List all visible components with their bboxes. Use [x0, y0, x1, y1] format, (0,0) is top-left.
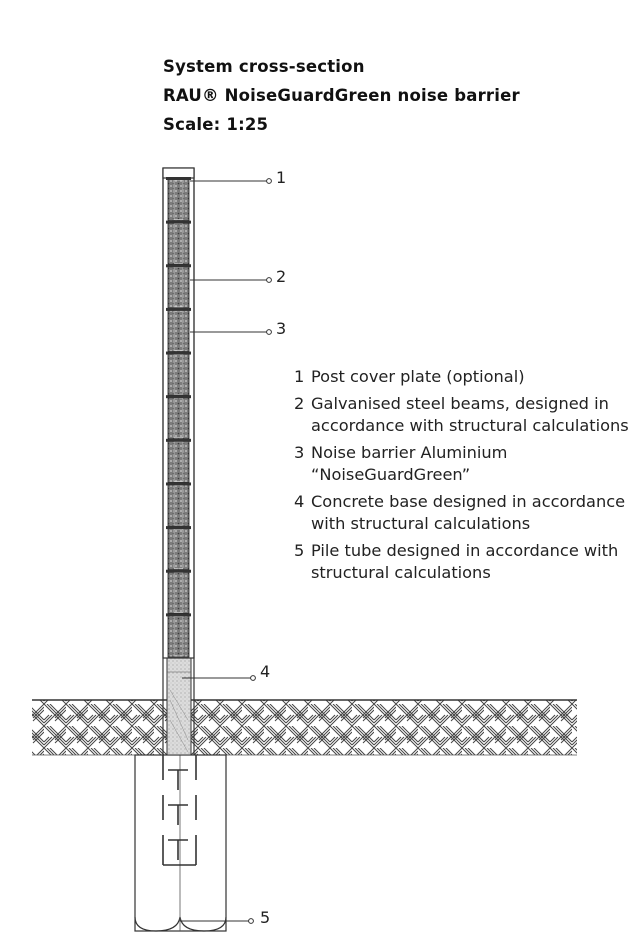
pile-tube — [134, 754, 227, 932]
title-line-2: RAU® NoiseGuardGreen noise barrier — [163, 86, 520, 105]
barrier-panel — [167, 440, 190, 483]
callout-1: 1 — [276, 168, 287, 187]
post-cover-plate — [162, 167, 195, 179]
legend: 1 Post cover plate (optional) 2 Galvanis… — [294, 366, 639, 589]
barrier-panel — [167, 571, 190, 614]
legend-item-5: 5 Pile tube designed in accordance with … — [294, 540, 639, 584]
legend-item-3: 3 Noise barrier Aluminium “NoiseGuardGre… — [294, 442, 639, 486]
noise-barrier-panels — [166, 177, 191, 658]
panel-joint — [166, 613, 191, 617]
concrete-base — [166, 657, 192, 756]
panel-joint — [166, 264, 191, 268]
callout-2: 2 — [276, 267, 287, 286]
panel-joint — [166, 526, 191, 530]
legend-text: Galvanised steel beams, designed in acco… — [311, 394, 629, 435]
panel-joint — [166, 351, 191, 355]
panel-joint — [166, 569, 191, 573]
legend-text: Pile tube designed in accordance with st… — [311, 541, 619, 582]
barrier-panel — [167, 222, 190, 265]
barrier-panel — [167, 265, 190, 309]
barrier-panel — [167, 178, 190, 222]
callout-3: 3 — [276, 319, 287, 338]
legend-item-1: 1 Post cover plate (optional) — [294, 366, 639, 388]
leader-lines — [180, 178, 272, 924]
panel-joint — [166, 307, 191, 311]
barrier-panel — [167, 527, 190, 571]
legend-number: 1 — [294, 367, 305, 386]
callout-5: 5 — [260, 908, 271, 927]
title-line-1: System cross-section — [163, 57, 365, 76]
legend-number: 5 — [294, 541, 305, 560]
panel-joint — [166, 482, 191, 486]
panel-joint — [166, 438, 191, 442]
title-line-3: Scale: 1:25 — [163, 115, 269, 134]
ground-soil — [32, 699, 577, 756]
barrier-panel — [167, 484, 190, 527]
barrier-panel — [167, 353, 190, 396]
legend-item-4: 4 Concrete base designed in accordance w… — [294, 491, 639, 535]
panel-joint — [166, 220, 191, 224]
barrier-panel — [167, 396, 190, 440]
panel-joint — [166, 395, 191, 399]
legend-text: Noise barrier Aluminium “NoiseGuardGreen… — [311, 443, 508, 484]
callout-4: 4 — [260, 662, 271, 681]
legend-text: Post cover plate (optional) — [311, 367, 525, 386]
legend-text: Concrete base designed in accordance wit… — [311, 492, 626, 533]
barrier-panel — [167, 614, 190, 658]
legend-number: 4 — [294, 492, 305, 511]
legend-item-2: 2 Galvanised steel beams, designed in ac… — [294, 393, 639, 437]
barrier-panel — [167, 309, 190, 352]
legend-number: 3 — [294, 443, 305, 462]
drawing-title: System cross-section RAU® NoiseGuardGree… — [163, 52, 520, 139]
panel-joint — [166, 177, 191, 180]
legend-number: 2 — [294, 394, 305, 413]
